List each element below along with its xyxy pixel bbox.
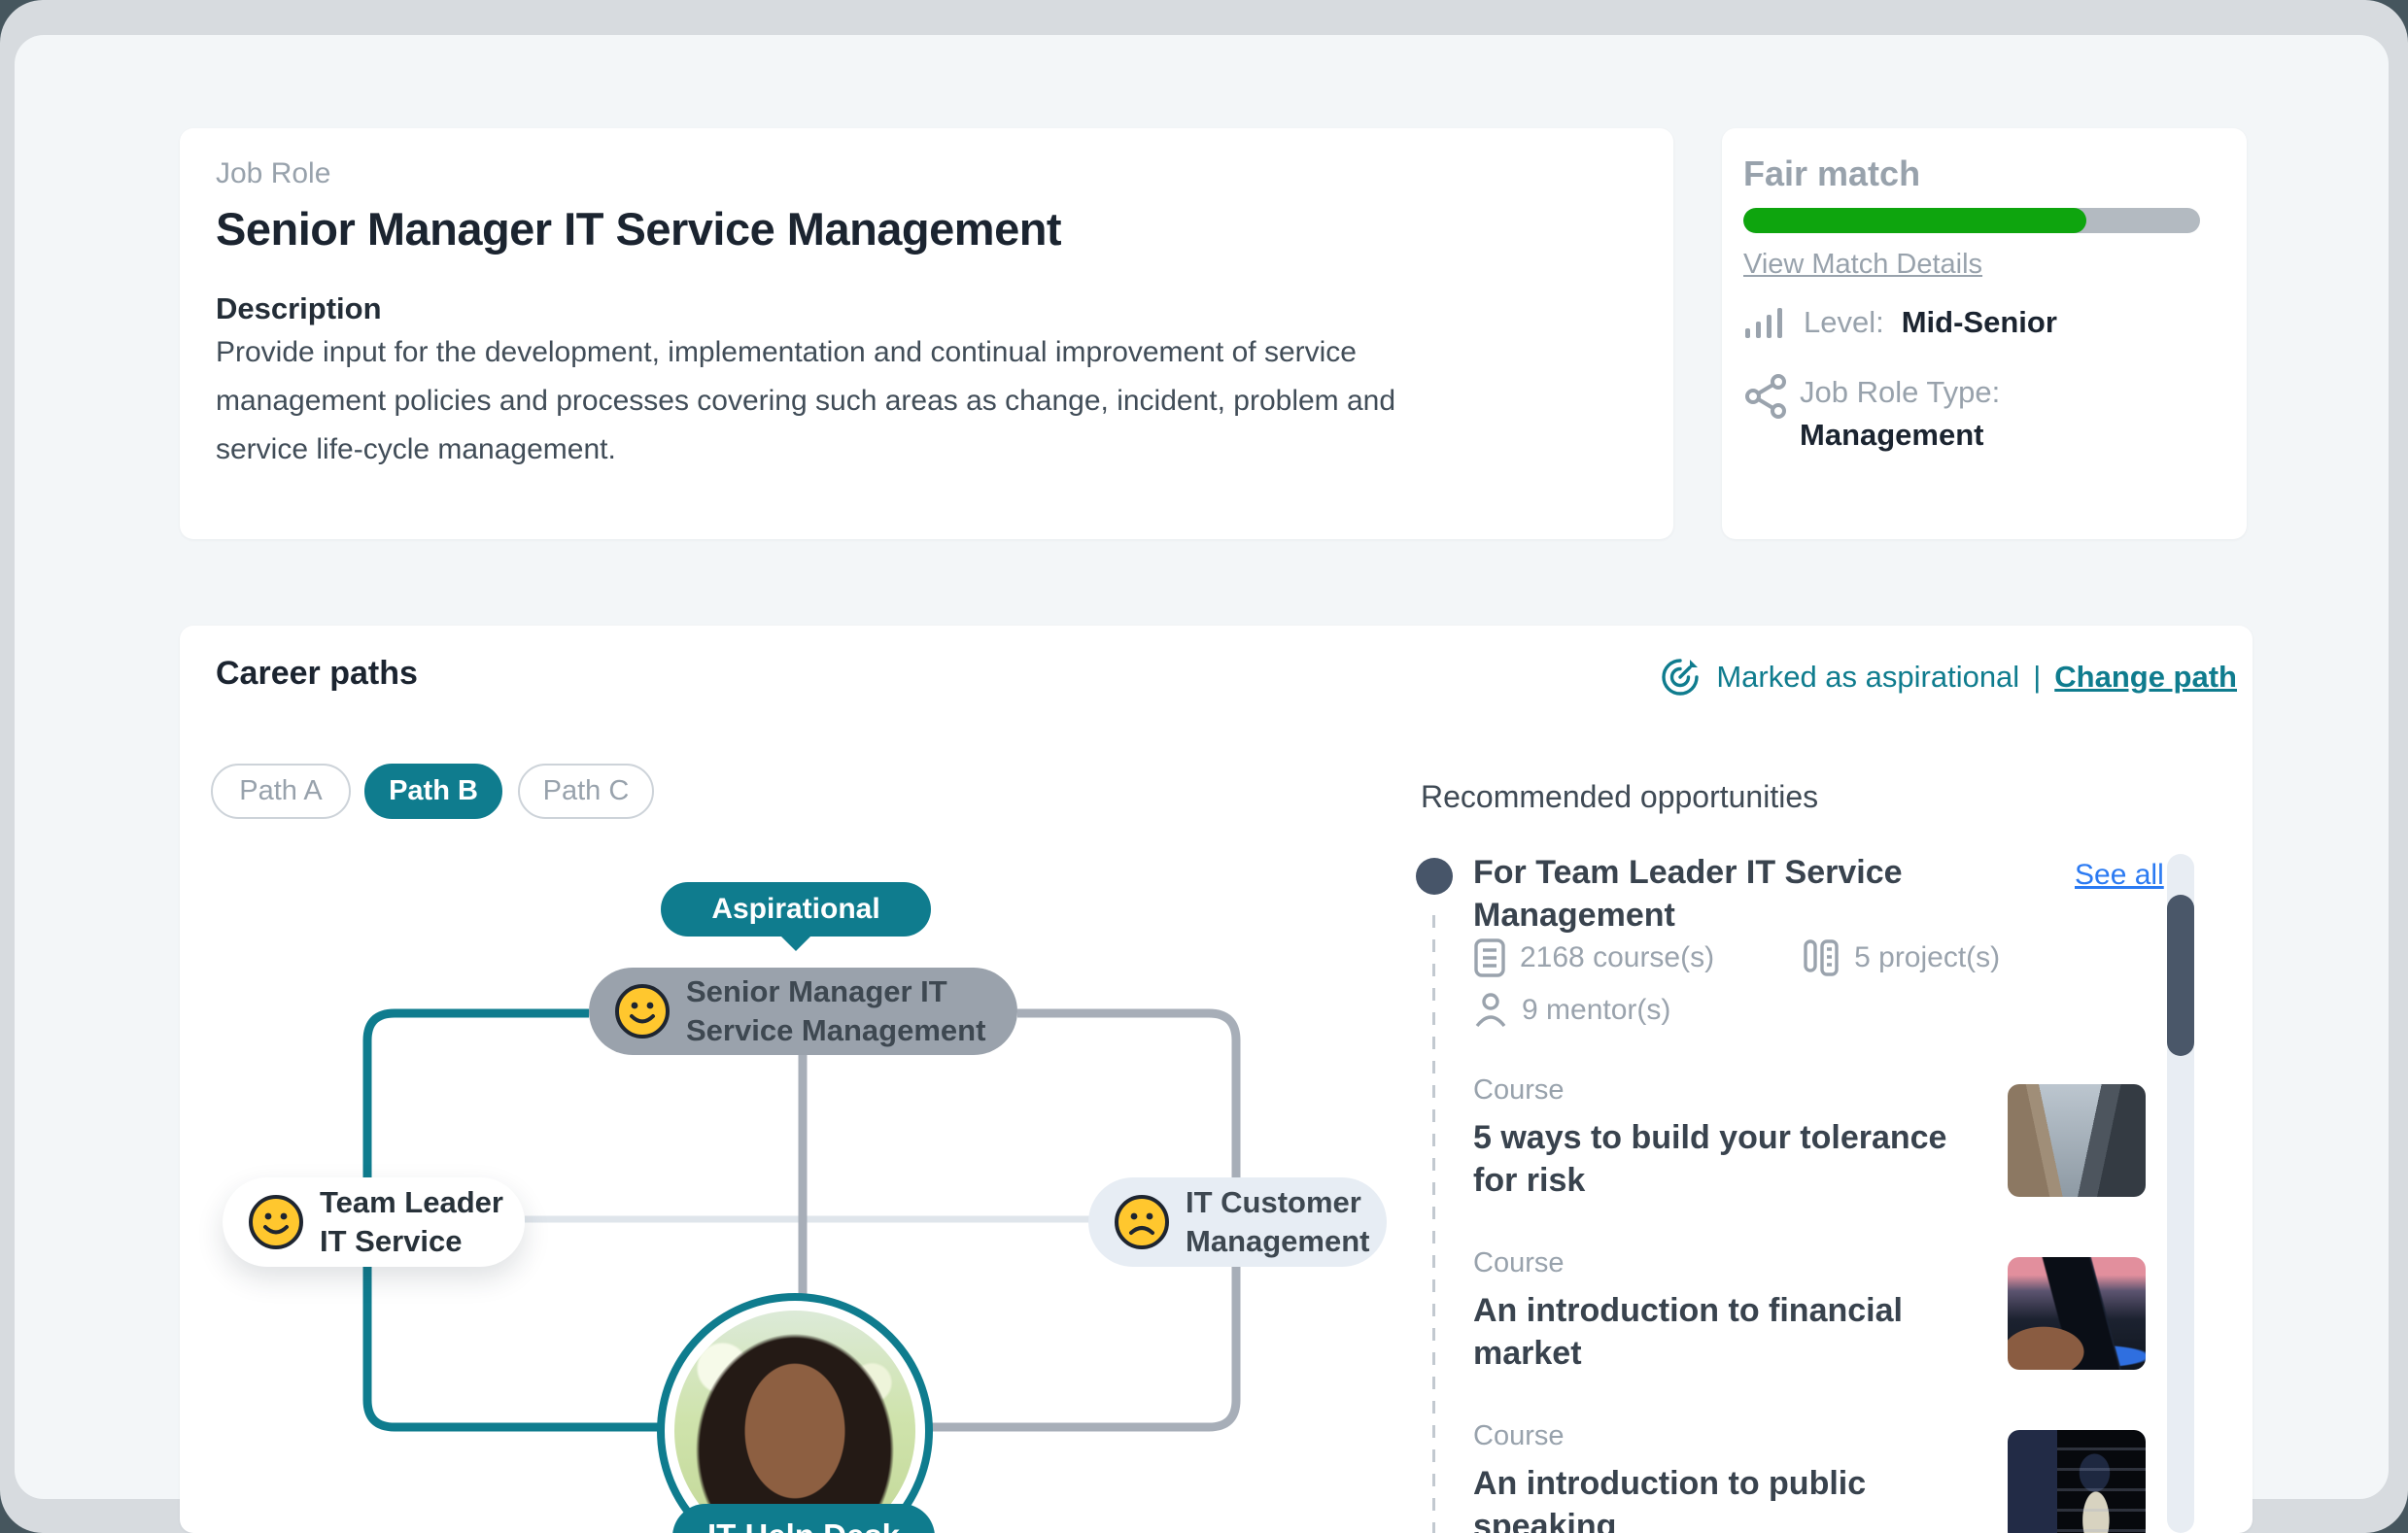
course-type-label: Course <box>1473 1074 1565 1106</box>
node-it-help-desk[interactable]: IT Help Desk <box>672 1504 935 1533</box>
node-label: IT Help Desk <box>707 1517 900 1533</box>
path-b-button[interactable]: Path B <box>364 764 502 819</box>
timeline-bullet <box>1416 858 1453 895</box>
document-icon <box>1473 938 1506 977</box>
description-heading: Description <box>216 291 382 325</box>
aspirational-badge-label: Aspirational <box>711 893 880 925</box>
page-title: Senior Manager IT Service Management <box>216 203 1062 255</box>
main-panel: Job Role Senior Manager IT Service Manag… <box>15 35 2389 1533</box>
course-title: 5 ways to build your tolerance for risk <box>1473 1119 1947 1199</box>
node-team-leader[interactable]: Team Leader IT Service <box>223 1177 525 1267</box>
list-item-course[interactable]: Course An introduction to financial mark… <box>1473 1247 1998 1375</box>
node-current-role-avatar[interactable] <box>657 1293 933 1533</box>
change-path-link[interactable]: Change path <box>2054 660 2237 694</box>
career-paths-card: Career paths Marked as aspirational | Ch… <box>180 626 2253 1533</box>
project-icon <box>1802 938 1840 977</box>
opportunity-group-title: For Team Leader IT Service Management <box>1473 854 1903 934</box>
sad-face-icon <box>1114 1194 1170 1250</box>
job-role-type-label: Job Role Type: <box>1800 375 2001 409</box>
mentor-icon <box>1473 991 1508 1030</box>
match-progress-bar <box>1743 208 2200 233</box>
view-match-details-link[interactable]: View Match Details <box>1743 249 1983 280</box>
path-c-button[interactable]: Path C <box>518 764 654 819</box>
course-title: An introduction to public speaking <box>1473 1465 1867 1533</box>
node-label: Senior Manager IT Service Management <box>686 974 986 1047</box>
career-paths-title: Career paths <box>216 655 418 692</box>
list-item-course[interactable]: Course An introduction to public speakin… <box>1473 1420 1998 1533</box>
level-value: Mid-Senior <box>1901 305 2057 339</box>
project-count: 5 project(s) <box>1854 941 2001 973</box>
scrollbar-track[interactable] <box>2167 854 2194 1533</box>
course-count: 2168 course(s) <box>1520 941 1715 973</box>
path-a-button[interactable]: Path A <box>211 764 351 819</box>
node-label: IT Customer Management <box>1186 1185 1370 1258</box>
aspirational-status-group: Marked as aspirational | Change path <box>1658 655 2237 699</box>
course-title: An introduction to financial market <box>1473 1292 1903 1372</box>
scrollbar-thumb[interactable] <box>2167 895 2194 1056</box>
bar-chart-icon <box>1743 305 1786 340</box>
opportunity-stats-row: 2168 course(s) 5 project(s) <box>1473 938 2000 977</box>
recommended-opportunities-heading: Recommended opportunities <box>1421 779 1819 814</box>
course-thumbnail-speaking[interactable] <box>2008 1430 2146 1533</box>
separator: | <box>2033 660 2042 694</box>
node-label: Team Leader IT Service <box>320 1185 503 1258</box>
node-it-customer-management[interactable]: IT Customer Management <box>1088 1177 1387 1267</box>
job-role-type-value: Management <box>1800 418 1984 452</box>
goal-target-icon <box>1658 655 1703 699</box>
list-item-course[interactable]: Course 5 ways to build your tolerance fo… <box>1473 1074 1998 1202</box>
level-label: Level: <box>1804 305 1884 339</box>
happy-face-icon <box>248 1194 304 1250</box>
fair-match-title: Fair match <box>1743 153 1921 193</box>
job-role-label: Job Role <box>216 157 331 189</box>
happy-face-icon <box>614 983 671 1039</box>
description-line: service life-cycle management. <box>216 433 616 465</box>
mentor-count: 9 mentor(s) <box>1522 994 1671 1026</box>
description-line: management policies and processes coveri… <box>216 385 1396 417</box>
share-icon <box>1743 373 1790 420</box>
aspirational-status-text: Marked as aspirational <box>1716 660 2020 694</box>
timeline-dashed-line <box>1432 915 1435 1533</box>
avatar <box>674 1311 915 1533</box>
fair-match-card: Fair match View Match Details Level: Mid… <box>1722 128 2247 539</box>
course-thumbnail-financial[interactable] <box>2008 1257 2146 1370</box>
opportunity-stats-row: 9 mentor(s) <box>1473 991 1670 1030</box>
job-role-card: Job Role Senior Manager IT Service Manag… <box>180 128 1673 539</box>
description-line: Provide input for the development, imple… <box>216 336 1357 368</box>
course-type-label: Course <box>1473 1420 1565 1451</box>
aspirational-badge: Aspirational <box>661 882 931 937</box>
see-all-link[interactable]: See all <box>2075 859 2164 891</box>
level-row: Level: Mid-Senior <box>1743 305 2057 340</box>
course-thumbnail-risk[interactable] <box>2008 1084 2146 1197</box>
node-senior-manager[interactable]: Senior Manager IT Service Management <box>589 968 1017 1055</box>
description-text: Provide input for the development, imple… <box>216 328 1605 474</box>
match-progress-fill <box>1743 208 2086 233</box>
course-type-label: Course <box>1473 1247 1565 1278</box>
